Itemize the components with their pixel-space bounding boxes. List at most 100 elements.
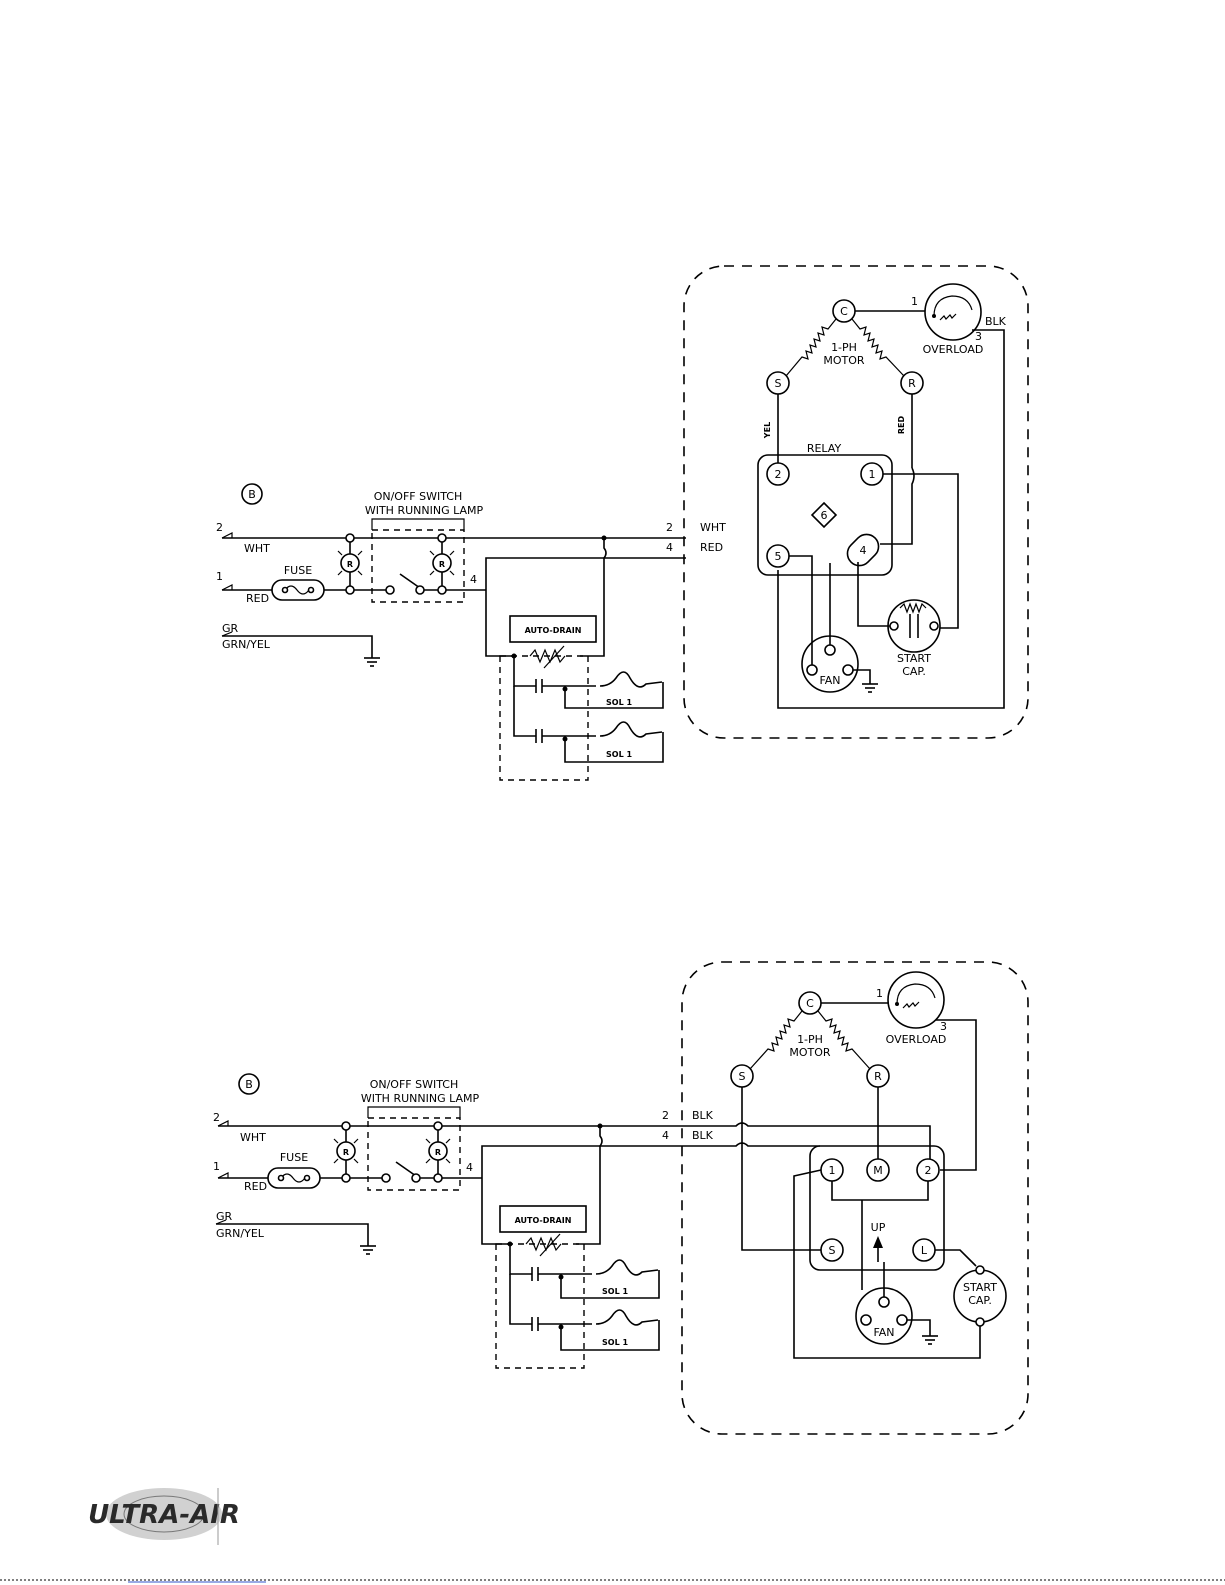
overload-term-3: 3: [975, 330, 982, 343]
solenoid-2a-label: SOL 1: [602, 1287, 628, 1296]
relay-terminal-2: [766, 462, 790, 486]
lamp-2-label-2: R: [435, 1148, 441, 1157]
relay-m-label: M: [873, 1164, 883, 1177]
running-lamp-1-2: [336, 1141, 356, 1161]
motor-label-2: MOTOR: [823, 354, 865, 367]
ground-label: GR: [222, 622, 239, 635]
running-lamp-2-2: [428, 1141, 448, 1161]
switch-output-number-2: 4: [466, 1161, 473, 1174]
auto-drain-housing-2: [495, 1243, 585, 1369]
relay-2-label-2: 2: [925, 1164, 932, 1177]
overload-label-2: OVERLOAD: [886, 1033, 947, 1046]
line2-number-2: 2: [213, 1111, 220, 1124]
ground-color-2: GRN/YEL: [216, 1227, 265, 1240]
startcap-label-2-2: CAP.: [968, 1294, 992, 1307]
relay-s-label: S: [829, 1244, 836, 1257]
relay-marker-6: [810, 501, 838, 529]
motor-label-2-2: MOTOR: [789, 1046, 831, 1059]
relay-1-label: 1: [869, 468, 876, 481]
out2-number: 2: [666, 521, 673, 534]
section-b-label: B: [248, 488, 256, 501]
line1-color-2: RED: [244, 1180, 267, 1193]
motor-s-label: S: [775, 377, 782, 390]
motor-start-winding-2: [749, 1010, 803, 1070]
motor-label-1: 1-PH: [831, 341, 857, 354]
line2-number: 2: [216, 521, 223, 534]
motor-run-winding: [851, 318, 905, 377]
switch-title-line1: ON/OFF SWITCH: [374, 490, 463, 503]
relay-label: RELAY: [807, 442, 842, 455]
auto-drain-box: [509, 615, 597, 643]
startcap-label-1-2: START: [963, 1281, 997, 1294]
switch-housing-2: [367, 1117, 461, 1191]
switch-output-number: 4: [470, 573, 477, 586]
compressor-enclosure-2: [681, 961, 1029, 1435]
fuse-symbol-2: [267, 1167, 321, 1189]
overload-term-1-2: 1: [876, 987, 883, 1000]
motor-start-winding: [785, 318, 837, 377]
ground-color: GRN/YEL: [222, 638, 271, 651]
solenoid-2a: [595, 1259, 659, 1276]
wire-line4-2: [481, 1145, 684, 1178]
motor-c-label-2: C: [806, 997, 814, 1010]
wire-line4: [485, 557, 686, 590]
onoff-switch-blade-2: [395, 1161, 417, 1177]
line1-color: RED: [246, 592, 269, 605]
logo-text: ULTRA-AIR: [88, 1500, 240, 1530]
startcap-label-2: CAP.: [902, 665, 926, 678]
solenoid-1a: [599, 671, 663, 688]
motor-r-label-2: R: [874, 1070, 882, 1083]
solenoid-1a-label: SOL 1: [606, 698, 632, 707]
line2-color: WHT: [244, 542, 270, 555]
relay-l-label: L: [921, 1244, 928, 1257]
relay-up-arrow: [873, 1236, 883, 1248]
solenoid-2b-label: SOL 1: [602, 1338, 628, 1347]
fuse-symbol: [271, 579, 325, 601]
relay-1-label-2: 1: [829, 1164, 836, 1177]
out4-color-2: BLK: [692, 1129, 714, 1142]
running-lamp-1: [340, 553, 360, 573]
overload-term-1: 1: [911, 295, 918, 308]
section-b-label-2: B: [245, 1078, 253, 1091]
relay-up-label: UP: [871, 1221, 886, 1234]
onoff-switch-blade: [399, 573, 421, 589]
motor-run-winding-2: [817, 1010, 871, 1070]
out2-number-2: 2: [662, 1109, 669, 1122]
overload-term-3-2: 3: [940, 1020, 947, 1033]
relay-2-label: 2: [775, 468, 782, 481]
startcap-label-1: START: [897, 652, 931, 665]
fan-label-2: FAN: [873, 1326, 894, 1339]
line2-color-2: WHT: [240, 1131, 266, 1144]
yel-wire-label: YEL: [763, 422, 772, 439]
overload-protector: [924, 283, 982, 341]
lamp-1-label: R: [347, 560, 353, 569]
out4-number: 4: [666, 541, 673, 554]
lamp-1-label-2: R: [343, 1148, 349, 1157]
solenoid-1b-label: SOL 1: [606, 750, 632, 759]
switch-title-line1-2: ON/OFF SWITCH: [370, 1078, 459, 1091]
red-wire-label: RED: [897, 416, 906, 435]
relay-terminal-4: [846, 533, 880, 567]
wiring-diagram-2: B ON/OFF SWITCH WITH RUNNING LAMP 2 WHT …: [213, 961, 1029, 1435]
switch-title-line2: WITH RUNNING LAMP: [365, 504, 484, 517]
out4-color: RED: [700, 541, 723, 554]
overload-label: OVERLOAD: [923, 343, 984, 356]
switch-title-line2-2: WITH RUNNING LAMP: [361, 1092, 480, 1105]
motor-s-label-2: S: [739, 1070, 746, 1083]
fuse-label: FUSE: [284, 564, 312, 577]
auto-drain-label-2: AUTO-DRAIN: [515, 1216, 572, 1225]
start-relay-2: [809, 1145, 945, 1271]
auto-drain-box-2: [499, 1205, 587, 1233]
auto-drain-label: AUTO-DRAIN: [525, 626, 582, 635]
relay-6-label: 6: [821, 509, 828, 522]
lamp-2-label: R: [439, 560, 445, 569]
ground-label-2: GR: [216, 1210, 233, 1223]
running-lamp-2: [432, 553, 452, 573]
fuse-label-2: FUSE: [280, 1151, 308, 1164]
motor-c-label: C: [840, 305, 848, 318]
solenoid-1b: [599, 721, 663, 738]
out2-color-2: BLK: [692, 1109, 714, 1122]
motor-label-1-2: 1-PH: [797, 1033, 823, 1046]
section-b-marker: [241, 483, 263, 505]
